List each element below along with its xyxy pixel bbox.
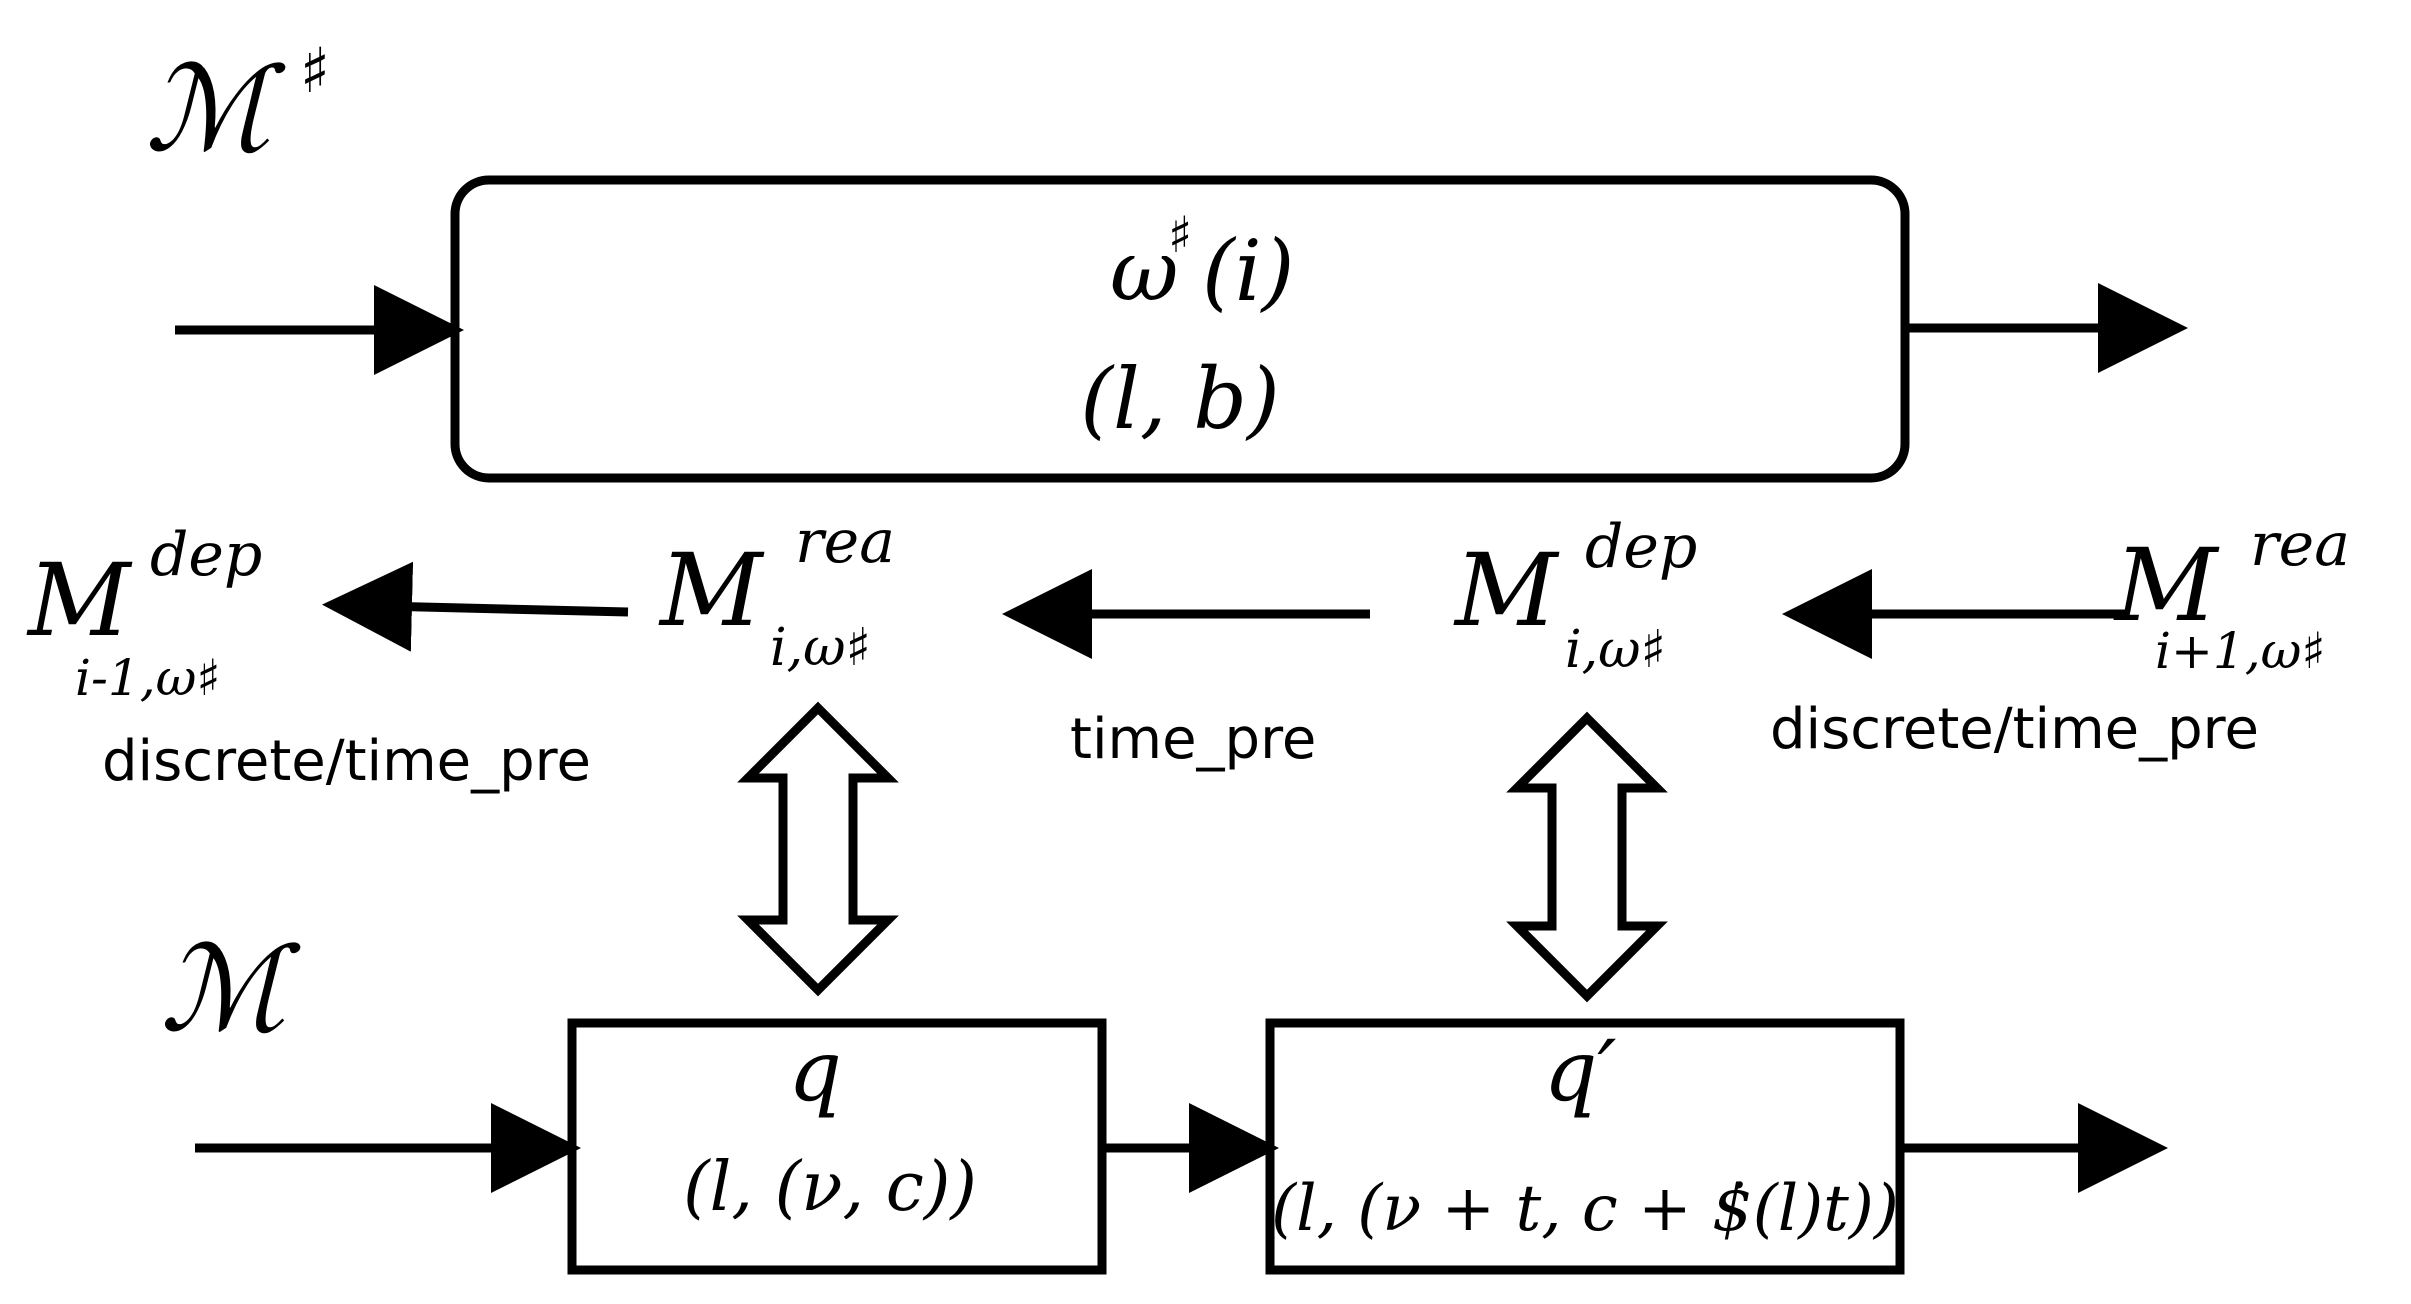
concrete-state-q-valuation: (l, (ν, c))	[683, 1148, 977, 1227]
marker-rea-next-base: M	[2113, 527, 2220, 644]
edge-label-middle: time_pre	[1070, 707, 1316, 772]
correspondence-arrow-left	[737, 701, 899, 997]
omega-symbol: ω	[1110, 222, 1179, 320]
marker-rea-curr: M rea i,ω♯	[658, 507, 895, 678]
top-system-label-base: ℳ	[145, 40, 286, 178]
marker-dep-prev: M dep i-1,ω♯	[26, 520, 262, 707]
bottom-system-label: ℳ	[160, 920, 301, 1058]
marker-rea-curr-sub: i,ω♯	[770, 618, 871, 678]
marker-rea-next-sup: rea	[2250, 510, 2350, 580]
concrete-state-qprime-box	[1265, 1018, 1905, 1275]
marker-dep-prev-base: M	[26, 542, 133, 659]
concrete-state-q: q	[788, 1022, 842, 1120]
marker-dep-prev-sup: dep	[150, 520, 262, 590]
abstract-state-valuation: (l, b)	[1080, 350, 1280, 448]
correspondence-arrow-right	[1506, 711, 1668, 1003]
marker-rea-next: M rea i+1,ω♯	[2113, 510, 2350, 680]
concrete-state-qprime-valuation: (l, (ν + t, c + $̇(l)t))	[1271, 1172, 1899, 1246]
marker-rea-curr-sup: rea	[795, 507, 895, 577]
marker-rea-curr-base: M	[658, 532, 765, 649]
arrow-rea-to-dep-prev	[322, 561, 629, 652]
omega-arg: (i)	[1202, 222, 1294, 320]
marker-dep-prev-sub: i-1,ω♯	[75, 649, 221, 707]
marker-dep-curr-sub: i,ω♯	[1565, 620, 1666, 680]
omega-sup: ♯	[1168, 206, 1192, 264]
marker-rea-next-sub: i+1,ω♯	[2155, 622, 2326, 680]
marker-dep-curr-base: M	[1453, 532, 1560, 649]
edge-label-left: discrete/time_pre	[102, 729, 591, 794]
top-system-label-sup: ♯	[300, 34, 330, 107]
abstract-state-symbol: ω ♯ (i)	[1110, 206, 1294, 320]
concrete-state-qprime: q′	[1544, 1022, 1617, 1120]
edge-label-right: discrete/time_pre	[1770, 697, 2259, 762]
marker-dep-curr-sup: dep	[1585, 512, 1697, 582]
marker-dep-curr: M dep i,ω♯	[1453, 512, 1697, 680]
top-system-label: ℳ ♯	[145, 34, 330, 178]
